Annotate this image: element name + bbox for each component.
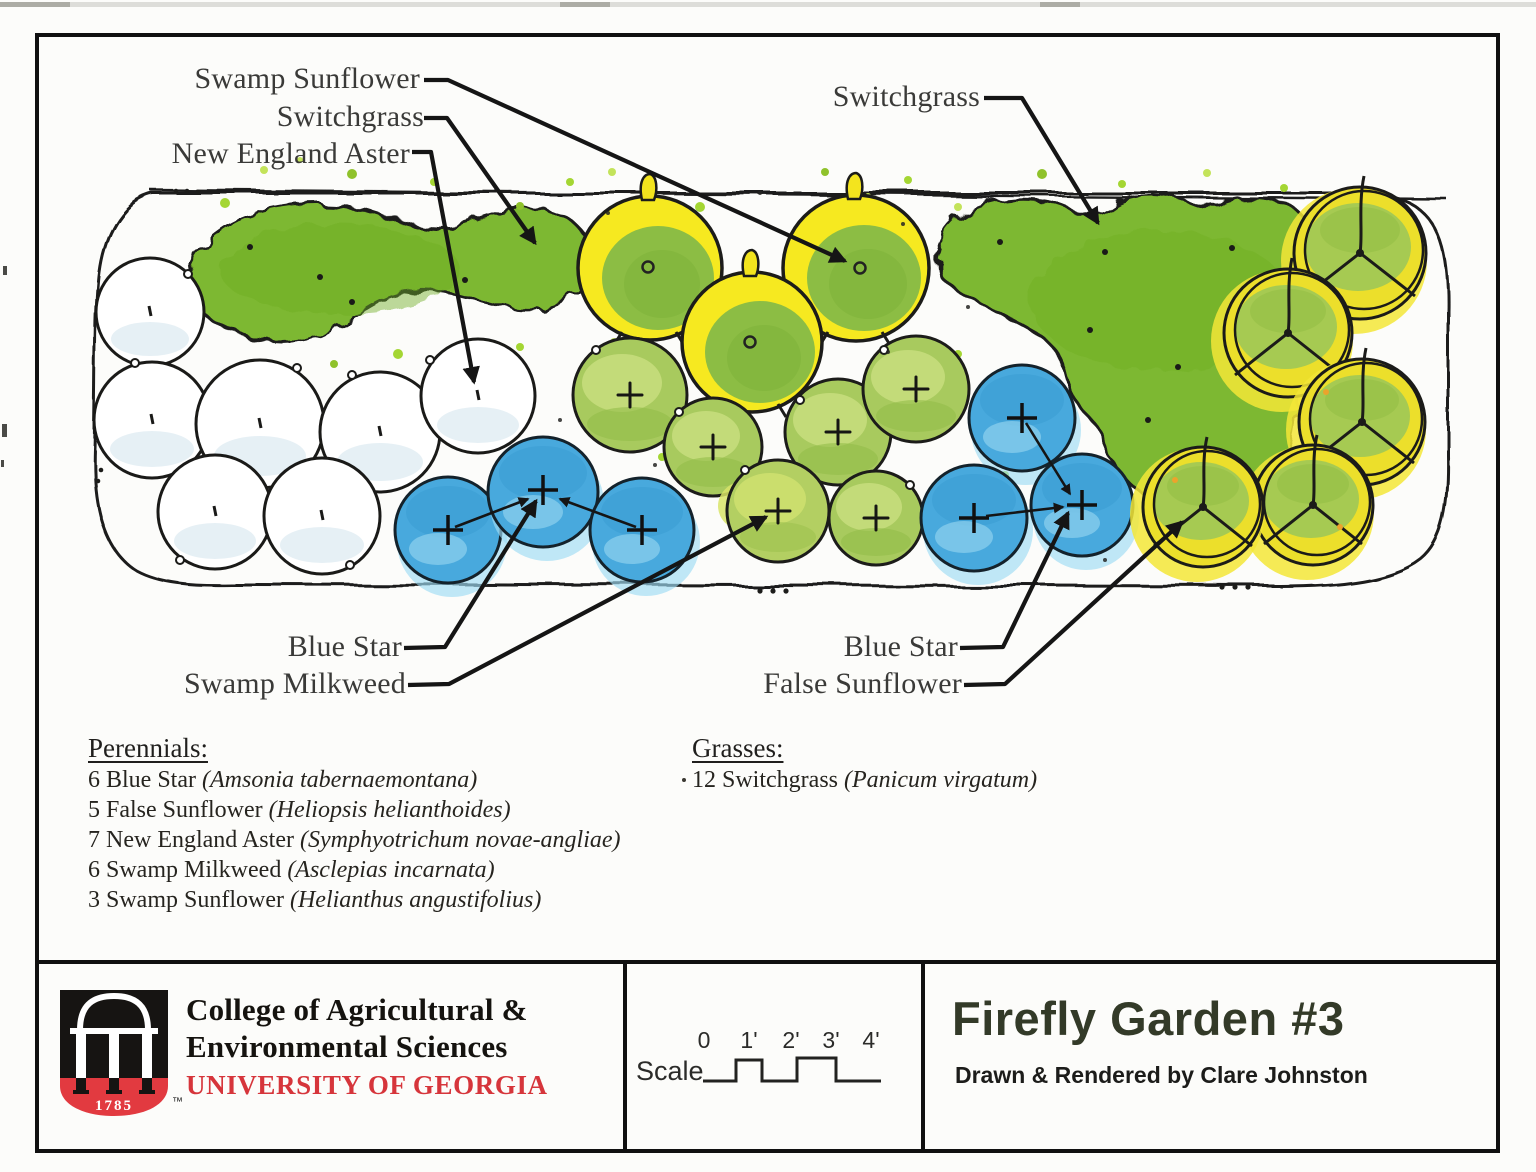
callout-blue-star-right: Blue Star (843, 630, 958, 663)
scan-speck (1, 460, 4, 467)
leader-new-england-aster (412, 149, 480, 385)
callout-swamp-milkweed: Swamp Milkweed (184, 667, 406, 700)
title-block-divider-horizontal (35, 960, 1500, 964)
new-england-aster-symbol (94, 256, 206, 368)
scan-artifact-segment (0, 2, 70, 7)
leader-swamp-sunflower (424, 77, 848, 263)
new-england-aster-symbol (262, 456, 382, 576)
plant-list-item: 3 Swamp Sunflower (Helianthus angustifol… (88, 887, 542, 913)
blue-star-symbols (393, 363, 1139, 597)
new-england-aster-symbol (419, 337, 537, 455)
university-name: UNIVERSITY OF GEORGIA (186, 1070, 548, 1100)
callout-blue-star-left: Blue Star (287, 630, 402, 663)
blue-star-symbol (486, 435, 604, 561)
center-connector-arrows (454, 422, 1072, 529)
blue-star-symbol (393, 475, 507, 597)
scan-speck (2, 424, 7, 437)
scale-bar (703, 1056, 881, 1083)
blue-star-symbol (588, 476, 700, 596)
callout-swamp-sunflower: Swamp Sunflower (194, 62, 420, 95)
false-sunflower-symbol (1240, 434, 1375, 580)
leader-switchgrass-left (424, 115, 537, 246)
leader-blue-star-right (959, 510, 1070, 651)
new-england-aster-symbol (318, 370, 442, 494)
swamp-sunflower-symbol (576, 172, 724, 346)
sheet-title: Firefly Garden #3 (952, 992, 1345, 1045)
leader-switchgrass-right (984, 95, 1100, 226)
leader-false-sunflower (963, 520, 1184, 688)
bed-dotted-marks (95, 188, 1251, 594)
switchgrass-plant-dots (247, 239, 1235, 423)
plant-list-item: 5 False Sunflower (Heliopsis helianthoid… (88, 797, 511, 823)
title-block-divider-2 (921, 960, 925, 1149)
swamp-milkweed-symbol (718, 458, 831, 564)
college-name-line2: Environmental Sciences (186, 1029, 508, 1064)
plant-list-item: 12 Switchgrass (Panicum virgatum) (692, 767, 1038, 793)
swamp-milkweed-symbol (662, 396, 764, 498)
scan-artifact-line (0, 2, 1536, 7)
logo-year: 1785 (95, 1098, 133, 1114)
sheet-credit: Drawn & Rendered by Clare Johnston (955, 1062, 1368, 1088)
perennials-heading: Perennials: (88, 733, 208, 763)
scale-label: Scale (636, 1056, 704, 1086)
ink-specks (558, 191, 1107, 562)
new-england-aster-symbols (92, 256, 537, 576)
college-name: College of Agricultural & Environmental … (186, 991, 528, 1065)
callout-switchgrass-right: Switchgrass (832, 80, 980, 113)
scan-speck (3, 266, 7, 275)
plant-list-item: 7 New England Aster (Symphyotrichum nova… (88, 827, 621, 853)
scale-tick-4: 4' (862, 1027, 880, 1053)
false-sunflower-symbols (1130, 175, 1428, 582)
plant-list-item: 6 Blue Star (Amsonia tabernaemontana) (88, 767, 478, 793)
blue-star-symbol (967, 363, 1081, 485)
swamp-milkweed-symbol (571, 336, 689, 454)
scale-tick-0: 0 (697, 1027, 711, 1053)
scale-tick-1: 1' (740, 1027, 758, 1053)
scan-artifact-segment (560, 2, 610, 7)
blue-star-symbol (919, 463, 1033, 585)
leader-blue-star-left (403, 498, 538, 651)
swamp-milkweed-symbol (861, 334, 971, 444)
scale-tick-2: 2' (782, 1027, 800, 1053)
scale-tick-3: 3' (822, 1027, 840, 1053)
sheet-border (35, 33, 1500, 1153)
leader-swamp-milkweed (407, 515, 769, 688)
false-sunflower-symbol (1130, 436, 1265, 582)
title-block-divider-1 (623, 960, 627, 1149)
scan-artifact-segment (1040, 2, 1080, 7)
switchgrass-mass-left (183, 202, 593, 344)
college-name-line1: College of Agricultural & (186, 992, 528, 1027)
new-england-aster-symbol (92, 358, 212, 480)
ink-dot (682, 778, 686, 782)
uga-arch-logo: 1785 (60, 990, 168, 1116)
false-sunflower-symbol (1286, 347, 1427, 500)
plant-list-item: 6 Swamp Milkweed (Asclepias incarnata) (88, 857, 495, 883)
perennials-list: 6 Blue Star (Amsonia tabernaemontana) 5 … (88, 765, 621, 915)
swamp-milkweed-symbol (827, 469, 925, 567)
callout-switchgrass-left: Switchgrass (276, 100, 424, 133)
callout-new-england-aster: New England Aster (171, 137, 410, 170)
new-england-aster-symbol (156, 453, 274, 571)
grasses-heading: Grasses: (692, 733, 784, 763)
swamp-sunflower-symbol (680, 248, 824, 418)
callout-false-sunflower: False Sunflower (763, 667, 962, 700)
callout-leader-lines (403, 77, 1184, 688)
grasses-list: 12 Switchgrass (Panicum virgatum) (692, 765, 1037, 795)
trademark-symbol: ™ (172, 1096, 183, 1108)
